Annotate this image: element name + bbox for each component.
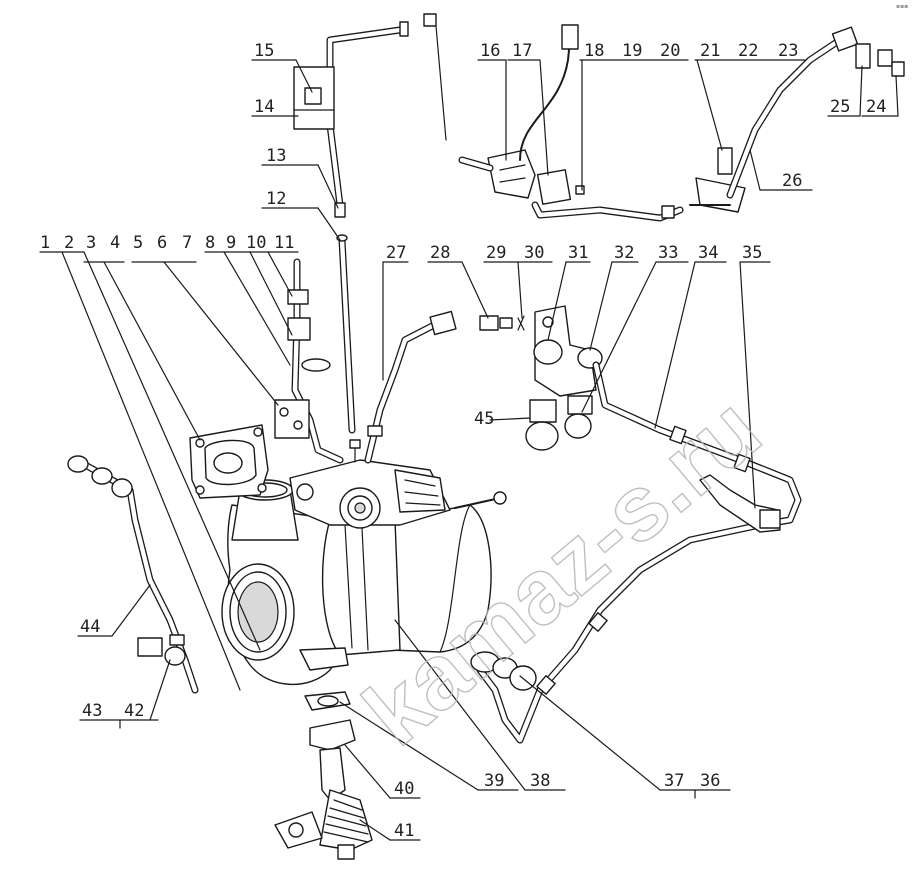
- callout-20: 20: [660, 41, 680, 61]
- callout-12: 12: [266, 189, 286, 209]
- electric-actuator-assembly: [435, 24, 684, 222]
- callout-3: 3: [86, 233, 96, 253]
- callout-23: 23: [778, 41, 798, 61]
- callout-32: 32: [614, 243, 634, 263]
- oil-return-hose-left: [67, 455, 199, 694]
- callout-27: 27: [386, 243, 406, 263]
- callout-13: 13: [266, 146, 286, 166]
- oil-feed-pipe-upper: [293, 13, 437, 434]
- callout-40: 40: [394, 779, 414, 799]
- callout-38: 38: [530, 771, 550, 791]
- callout-45: 45: [474, 409, 494, 429]
- flange-gasket: [189, 424, 269, 499]
- callout-6: 6: [157, 233, 167, 253]
- callout-2: 2: [64, 233, 74, 253]
- callout-24: 24: [866, 97, 886, 117]
- callout-18: 18: [584, 41, 604, 61]
- callout-7: 7: [182, 233, 192, 253]
- coolant-junction-block: [525, 305, 603, 451]
- callout-14: 14: [254, 97, 274, 117]
- callout-42: 42: [124, 701, 144, 721]
- callout-16: 16: [480, 41, 500, 61]
- callout-numbers: 1 2 3 4 5 6 7 8 9 10 11 12 13 14 15 16 1…: [40, 41, 886, 841]
- callout-26: 26: [782, 171, 802, 191]
- callout-33: 33: [658, 243, 678, 263]
- callout-44: 44: [80, 617, 100, 637]
- callout-41: 41: [394, 821, 414, 841]
- callout-43: 43: [82, 701, 102, 721]
- corner-mark: ▪▪▪: [896, 3, 908, 10]
- callout-22: 22: [738, 41, 758, 61]
- callout-29: 29: [486, 243, 506, 263]
- callout-15: 15: [254, 41, 274, 61]
- callout-21: 21: [700, 41, 720, 61]
- turbine-outlet-flange: [299, 647, 349, 671]
- oil-line-left: [274, 258, 344, 464]
- callout-1: 1: [40, 233, 50, 253]
- callout-8: 8: [205, 233, 215, 253]
- coolant-hose-27: [364, 310, 525, 464]
- parts-drawing: [67, 13, 905, 860]
- callout-35: 35: [742, 243, 762, 263]
- pipe-bracket-26: [689, 26, 905, 213]
- callout-25: 25: [830, 97, 850, 117]
- turbo-heat-shield: [321, 504, 492, 656]
- callout-9: 9: [226, 233, 236, 253]
- callout-30: 30: [524, 243, 544, 263]
- callout-39: 39: [484, 771, 504, 791]
- callout-36: 36: [700, 771, 720, 791]
- callout-28: 28: [430, 243, 450, 263]
- callout-11: 11: [274, 233, 294, 253]
- callout-4: 4: [110, 233, 120, 253]
- callout-10: 10: [246, 233, 266, 253]
- callout-19: 19: [622, 41, 642, 61]
- callout-17: 17: [512, 41, 532, 61]
- callout-5: 5: [133, 233, 143, 253]
- turbo-center-body: [289, 439, 507, 529]
- outlet-elbow-assembly: [274, 691, 373, 860]
- callout-34: 34: [698, 243, 718, 263]
- leader-lines: [39, 59, 899, 841]
- callout-37: 37: [664, 771, 684, 791]
- callout-31: 31: [568, 243, 588, 263]
- turbo-compressor-housing: [221, 479, 348, 686]
